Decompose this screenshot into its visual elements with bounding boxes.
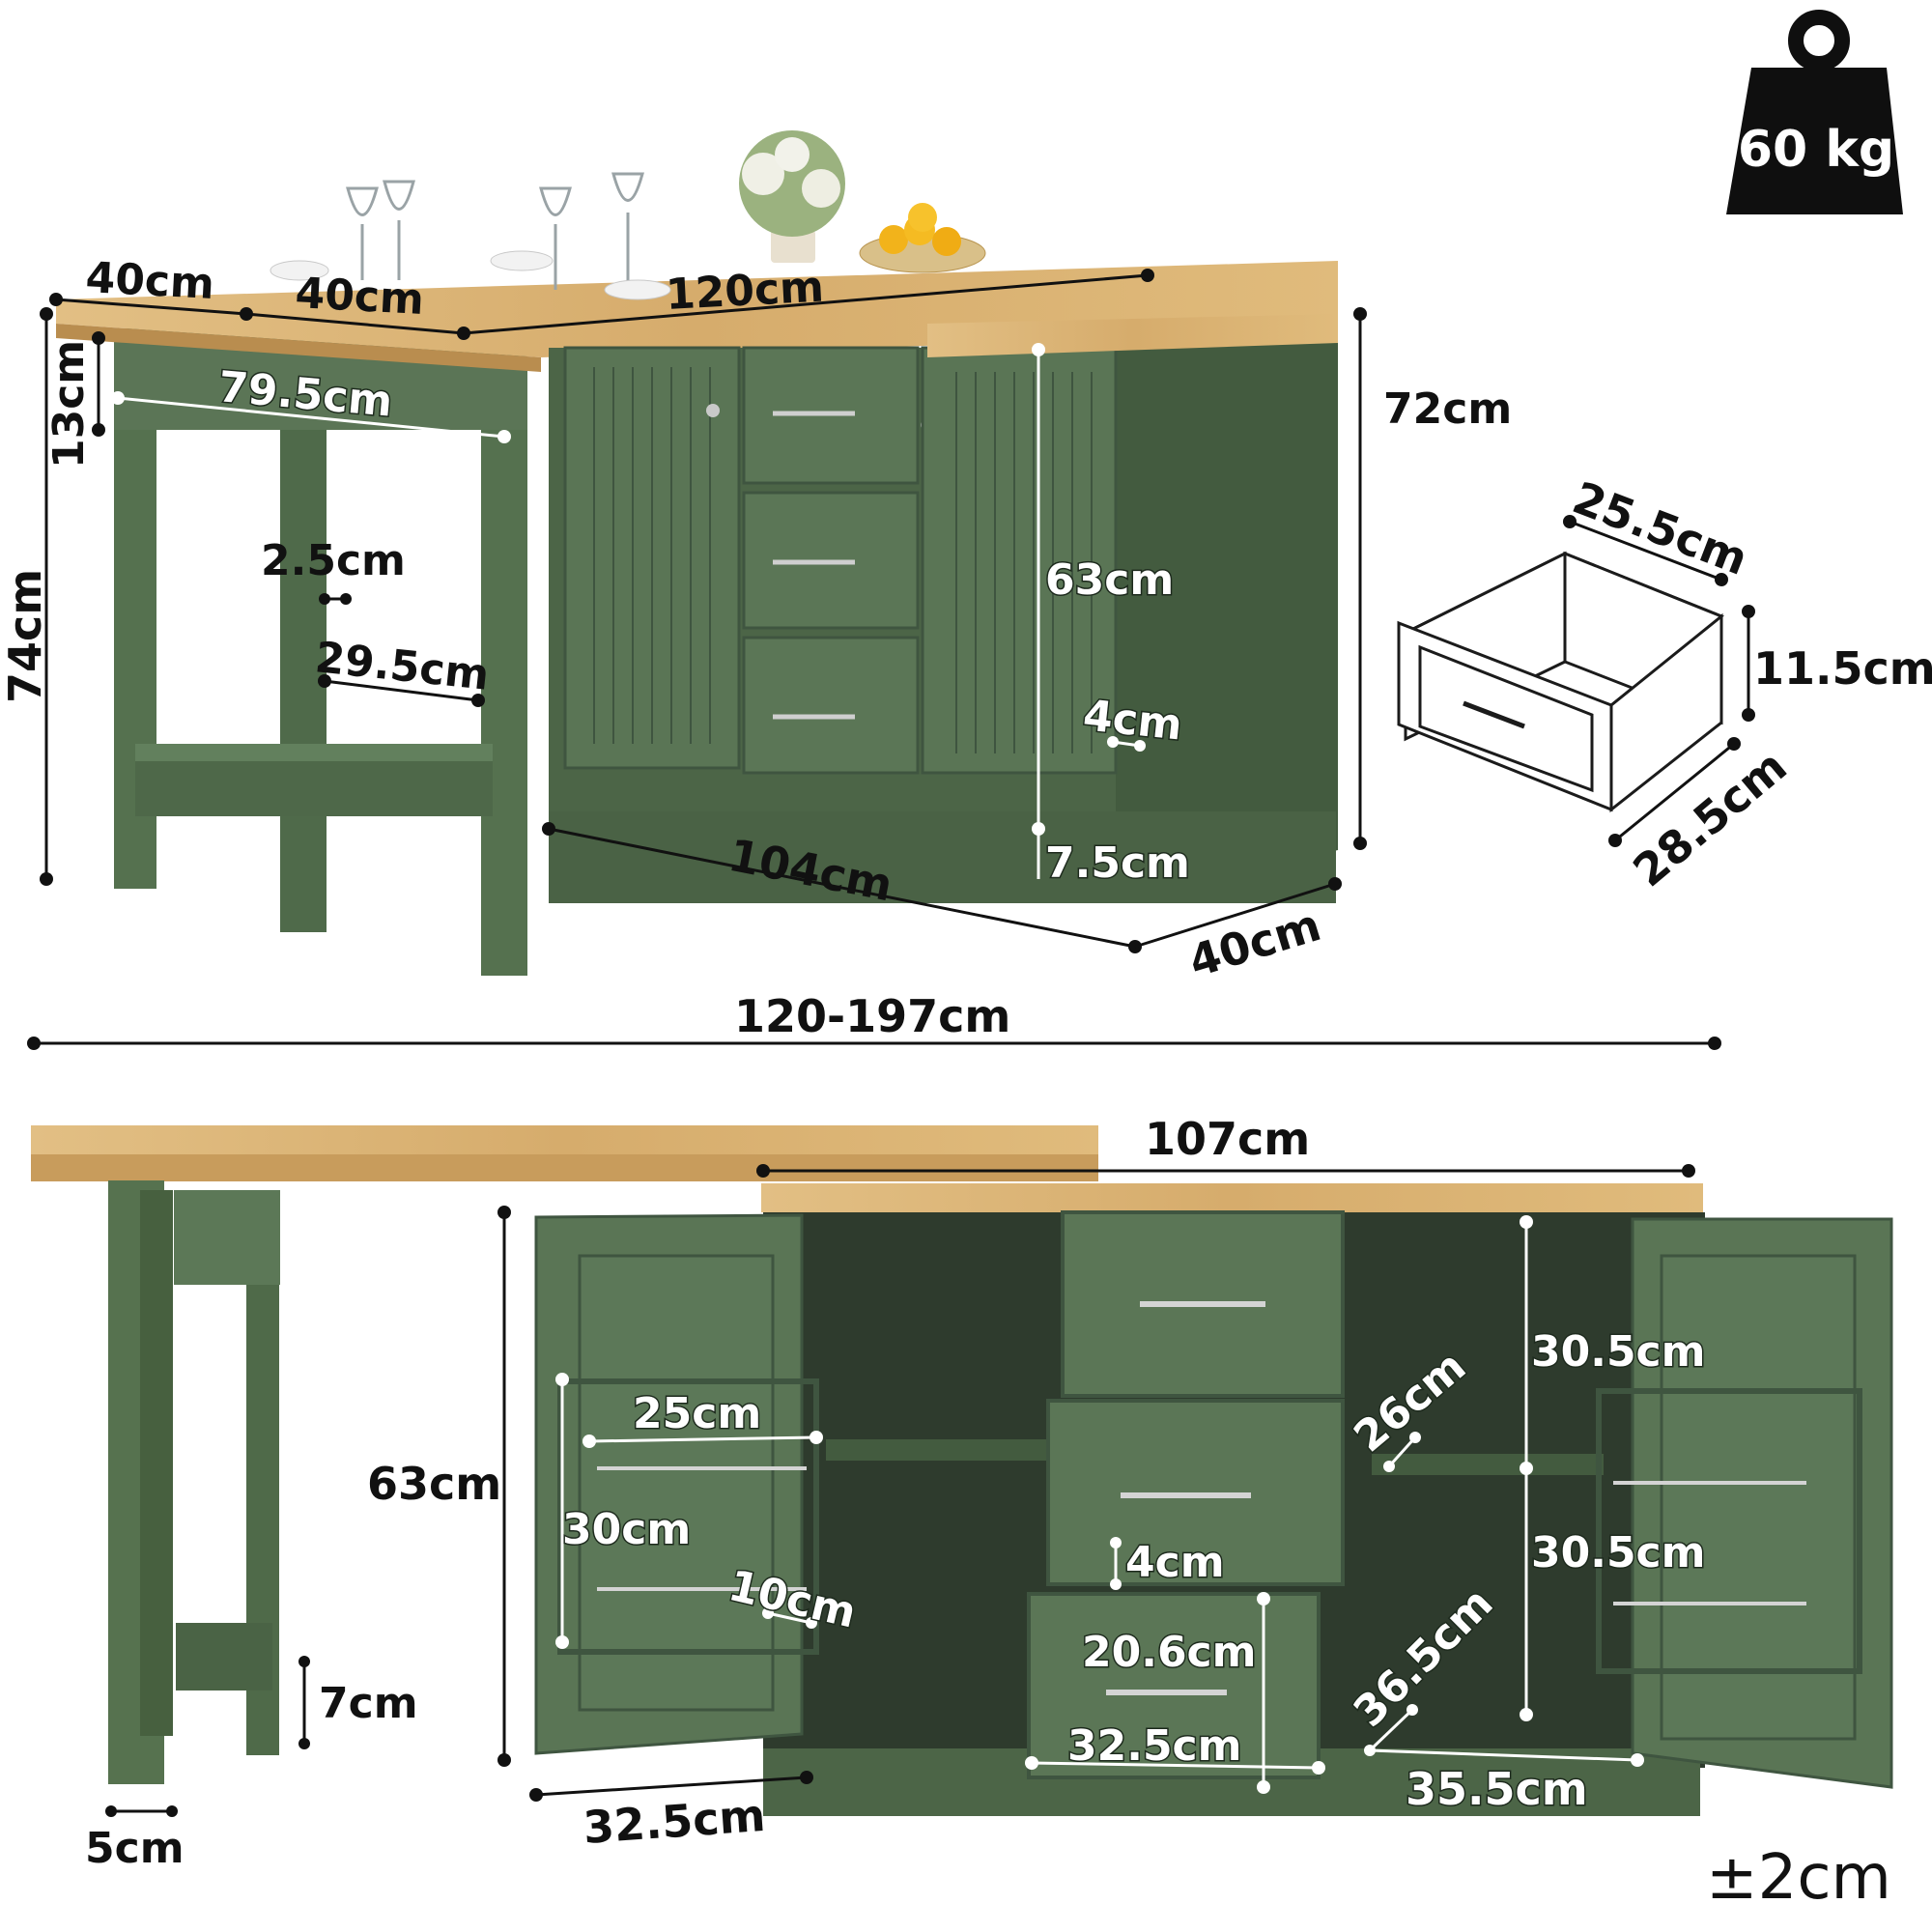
drawer-detail-illustration [1397, 551, 1724, 813]
weight-badge-icon: 60 kg [1726, 10, 1903, 214]
cabinet-height-label: 72cm [1383, 384, 1512, 434]
top-length-label: 120cm [665, 262, 825, 320]
leaf-width-1-label: 40cm [84, 253, 215, 309]
cabinet-illustration-front [534, 1183, 1893, 1816]
door-depth-label: 32.5cm [582, 1789, 767, 1854]
drawer-gap-label: 4cm [1125, 1538, 1225, 1587]
shelf-height-bottom-label: 30.5cm [1531, 1528, 1706, 1577]
leg-width-label: 5cm [85, 1824, 185, 1873]
drawer-width-front-label: 32.5cm [1067, 1721, 1242, 1771]
cabinet-width-label: 107cm [1145, 1113, 1310, 1165]
extension-range-label: 120-197cm [734, 990, 1010, 1042]
dimension-lines-top [27, 269, 1755, 1050]
apron-height-label: 13cm [44, 340, 94, 469]
plinth-gap-label: 4cm [1081, 691, 1184, 750]
leg-depth-label: 29.5cm [313, 633, 492, 700]
shelf-height-top-label: 30.5cm [1531, 1327, 1706, 1377]
drawer-height-label: 11.5cm [1753, 642, 1932, 695]
labels-top: 40cm 40cm 120cm 13cm 74cm 79.5cm 2.5cm 2… [0, 253, 1932, 1042]
cabinet-depth-label: 40cm [1182, 898, 1326, 987]
foot-height-label: 7cm [319, 1679, 418, 1728]
rack-width-label: 25cm [633, 1389, 761, 1438]
drawer-height-front-label: 20.6cm [1082, 1628, 1257, 1677]
tolerance-label: ±2cm [1706, 1842, 1891, 1914]
leaf-width-2-label: 40cm [294, 269, 425, 325]
leg-thickness-label: 2.5cm [261, 536, 406, 585]
plinth-height-label: 7.5cm [1045, 838, 1190, 888]
rack-height-label: 30cm [562, 1505, 691, 1554]
table-height-label: 74cm [0, 569, 51, 703]
table-illustration [56, 261, 1338, 976]
bay-width-label: 35.5cm [1406, 1763, 1588, 1815]
dimension-lines-bottom [105, 1164, 1695, 1817]
weight-label: 60 kg [1738, 121, 1894, 179]
cabinet-illustration-top [549, 314, 1338, 903]
door-height-label: 63cm [1045, 555, 1174, 605]
cabinet-height-front-label: 63cm [367, 1458, 501, 1510]
table-decor [270, 130, 986, 300]
table-illustration-front [31, 1125, 1098, 1784]
